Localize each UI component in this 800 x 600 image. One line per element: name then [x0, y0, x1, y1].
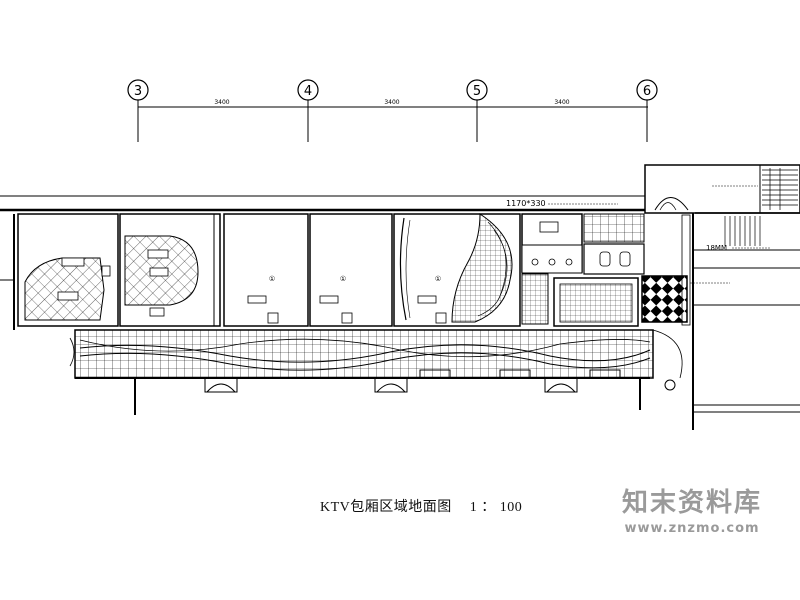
watermark-url: www.znzmo.com	[624, 521, 760, 536]
drawing-title: KTV包厢区域地面图 1 ： 100	[320, 496, 522, 516]
ktv-room-5: ①	[393, 213, 521, 327]
ceiling-note: 1170*330	[506, 199, 546, 208]
annotations: 1170*330 18MM	[506, 185, 770, 284]
svg-text:6: 6	[643, 84, 651, 99]
dimension-label-2: 3400	[384, 99, 399, 106]
side-note: 18MM	[706, 244, 727, 252]
restroom-block	[521, 197, 691, 327]
dimension-label-3: 3400	[554, 99, 569, 106]
corridor	[69, 329, 683, 379]
dimension-label-1: 3400	[214, 99, 229, 106]
axis-grid: 3 4 5 6 3400 3400 3400	[127, 79, 658, 142]
svg-text:3: 3	[134, 84, 142, 99]
stair-lower	[724, 216, 761, 246]
watermark-logo: 知末资料库	[621, 488, 762, 518]
axis-bubble-3: 3	[127, 79, 149, 101]
room-mark: ①	[269, 275, 275, 283]
drawing-scale: 1 ： 100	[469, 500, 523, 515]
drawing-title-text: KTV包厢区域地面图	[320, 500, 452, 515]
svg-text:4: 4	[304, 84, 312, 99]
entrance-doors	[204, 369, 676, 393]
room-mark: ①	[435, 275, 441, 283]
ktv-room-1	[17, 213, 119, 327]
stair-top	[762, 168, 798, 210]
room-mark: ①	[340, 275, 346, 283]
axis-bubble-6: 6	[636, 79, 658, 101]
axis-bubble-4: 4	[297, 79, 319, 101]
svg-text:5: 5	[473, 84, 481, 99]
ktv-room-3: ①	[223, 213, 309, 327]
axis-bubble-5: 5	[466, 79, 488, 101]
watermark: 知末资料库 www.znzmo.com	[592, 482, 792, 536]
ktv-room-2	[119, 213, 221, 327]
ktv-room-4: ①	[309, 213, 393, 327]
